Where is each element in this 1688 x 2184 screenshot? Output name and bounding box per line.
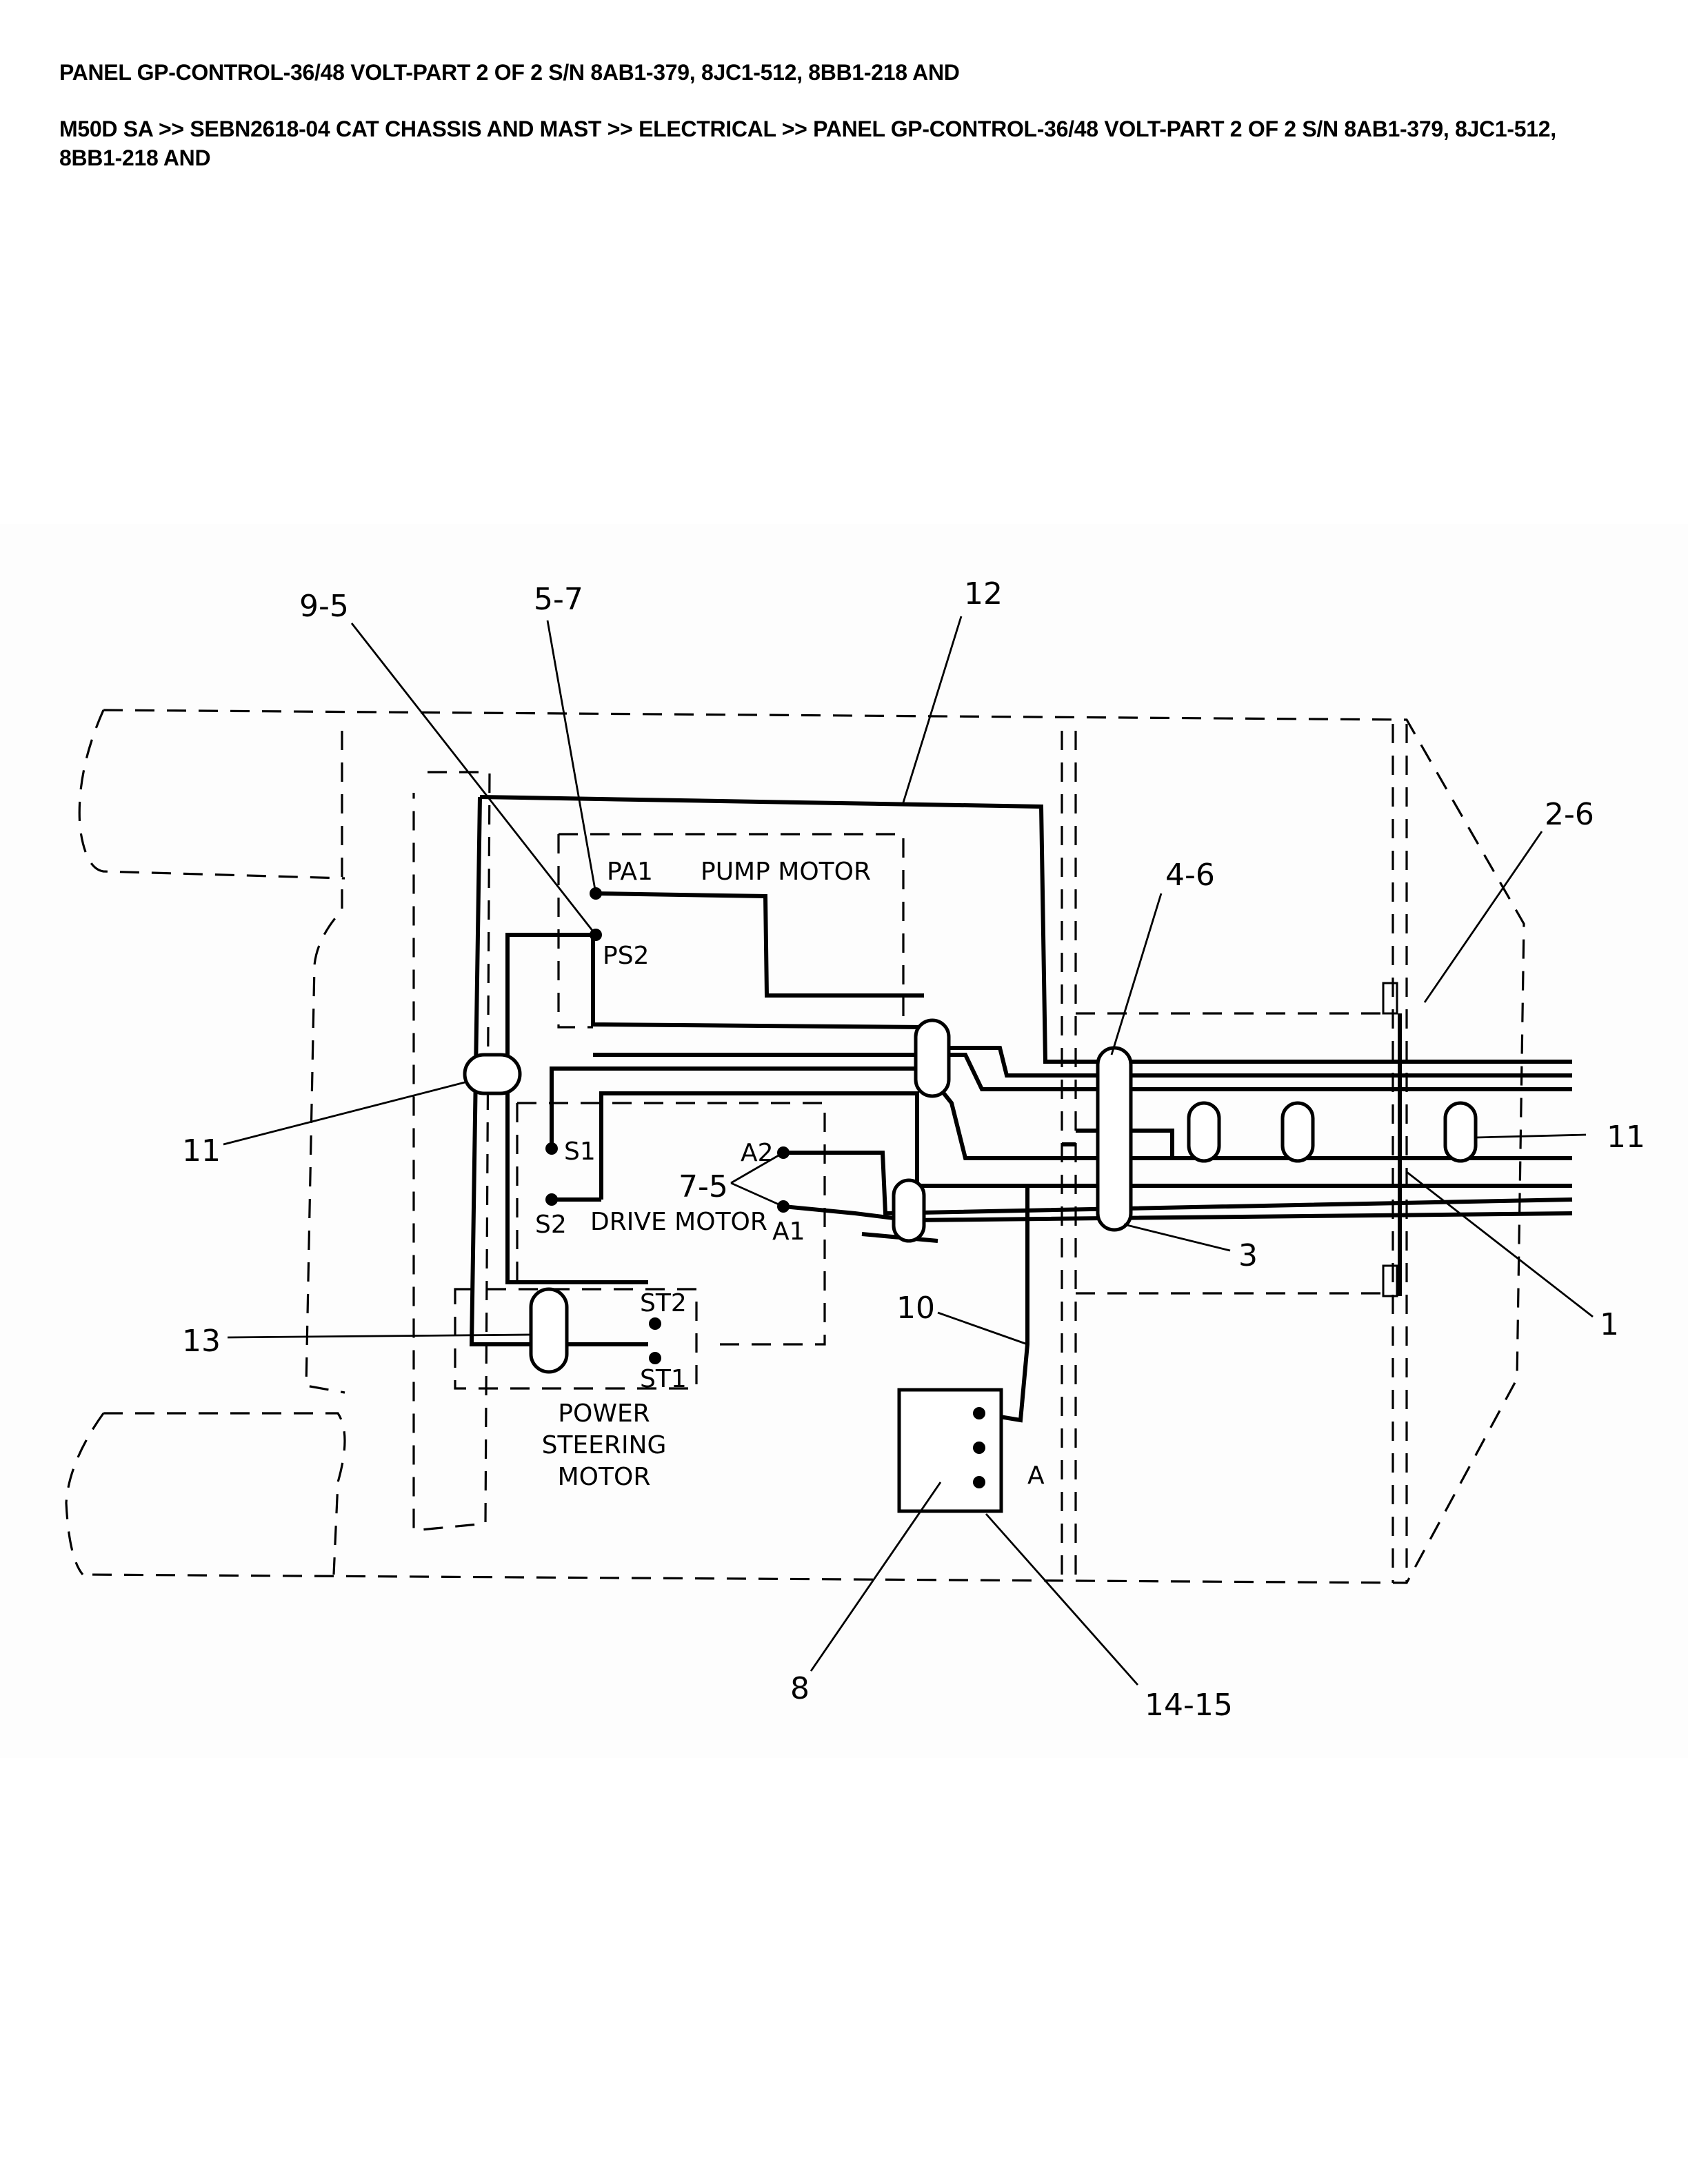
- callout-11-right: 11: [1607, 1120, 1645, 1155]
- callout-7-5: 7-5: [679, 1169, 728, 1204]
- callout-3: 3: [1238, 1238, 1258, 1273]
- callout-5-7: 5-7: [534, 582, 583, 617]
- clamps: [463, 1018, 1478, 1513]
- terminal-dots: [545, 887, 985, 1488]
- callout-4-6: 4-6: [1165, 858, 1215, 893]
- leader-lines: [223, 616, 1594, 1686]
- callout-14-15: 14-15: [1145, 1688, 1233, 1723]
- drive-motor-label: DRIVE MOTOR: [590, 1208, 767, 1236]
- power-steering-label-2: STEERING: [542, 1431, 667, 1459]
- power-steering-label-3: MOTOR: [558, 1463, 651, 1491]
- terminal-s1: S1: [564, 1138, 596, 1166]
- terminal-st1: ST1: [640, 1365, 687, 1393]
- callout-9-5: 9-5: [299, 589, 349, 624]
- power-steering-label-1: POWER: [558, 1399, 650, 1428]
- terminal-a2: A2: [741, 1139, 774, 1167]
- wiring-harness: [469, 795, 1573, 1484]
- chassis-outline: [65, 709, 1525, 1584]
- callout-2-6: 2-6: [1545, 797, 1594, 832]
- callout-12: 12: [964, 576, 1003, 611]
- terminal-a: A: [1027, 1462, 1045, 1490]
- page-title: PANEL GP-CONTROL-36/48 VOLT-PART 2 OF 2 …: [59, 60, 960, 85]
- callout-11-left: 11: [182, 1133, 221, 1169]
- callout-8: 8: [790, 1671, 810, 1706]
- terminal-st2: ST2: [640, 1289, 687, 1317]
- callout-10: 10: [896, 1291, 935, 1326]
- callout-1: 1: [1600, 1307, 1619, 1342]
- wiring-diagram: 9-5 5-7 12 2-6 4-6 11 11 7-5 3 13 10 1 8…: [0, 524, 1688, 1758]
- pump-motor-label: PUMP MOTOR: [701, 858, 871, 886]
- terminal-bar: [1382, 982, 1402, 1297]
- terminal-s2: S2: [535, 1211, 567, 1239]
- terminal-ps2: PS2: [603, 942, 649, 970]
- breadcrumb: M50D SA >> SEBN2618-04 CAT CHASSIS AND M…: [59, 117, 1556, 170]
- terminal-a1: A1: [772, 1217, 805, 1246]
- callout-13: 13: [182, 1324, 221, 1359]
- terminal-pa1: PA1: [607, 858, 653, 886]
